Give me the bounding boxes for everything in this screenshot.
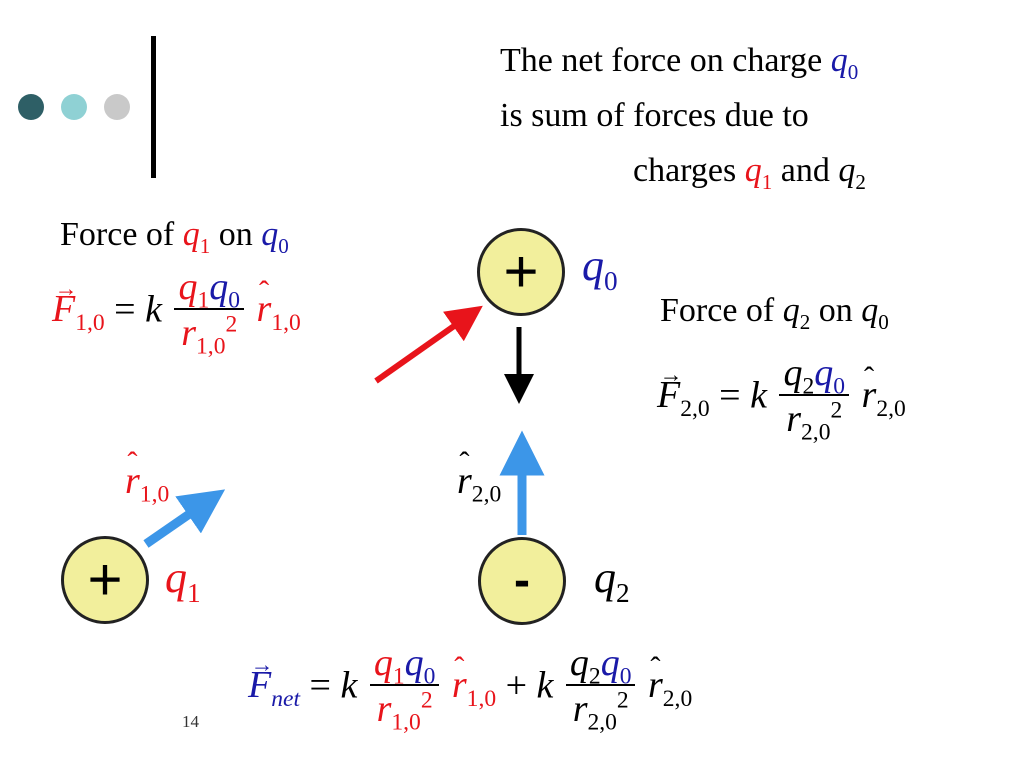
intro-line1: The net force on charge q0	[500, 42, 859, 84]
force10-label: Force of q1 on q0	[60, 216, 289, 258]
decor-vertical-line	[151, 36, 156, 178]
decor-dot-gray	[104, 94, 130, 120]
force-arrow-F10	[374, 305, 483, 384]
charge-q1-label: q1	[165, 553, 201, 608]
intro-line3: charges q1 and q2	[633, 152, 866, 194]
page-number: 14	[182, 712, 199, 731]
force20-label: Force of q2 on q0	[660, 292, 889, 334]
charge-q0-label: q0	[582, 241, 618, 296]
charge-q1: +	[61, 536, 149, 624]
unit-arrow-r10	[143, 489, 226, 548]
charge-q2: -	[478, 537, 566, 625]
charge-q0: +	[477, 228, 565, 316]
decor-dot-dark	[18, 94, 44, 120]
decor-dot-teal	[61, 94, 87, 120]
charge-q2-label: q2	[594, 553, 630, 608]
intro-line2: is sum of forces due to	[500, 97, 809, 134]
